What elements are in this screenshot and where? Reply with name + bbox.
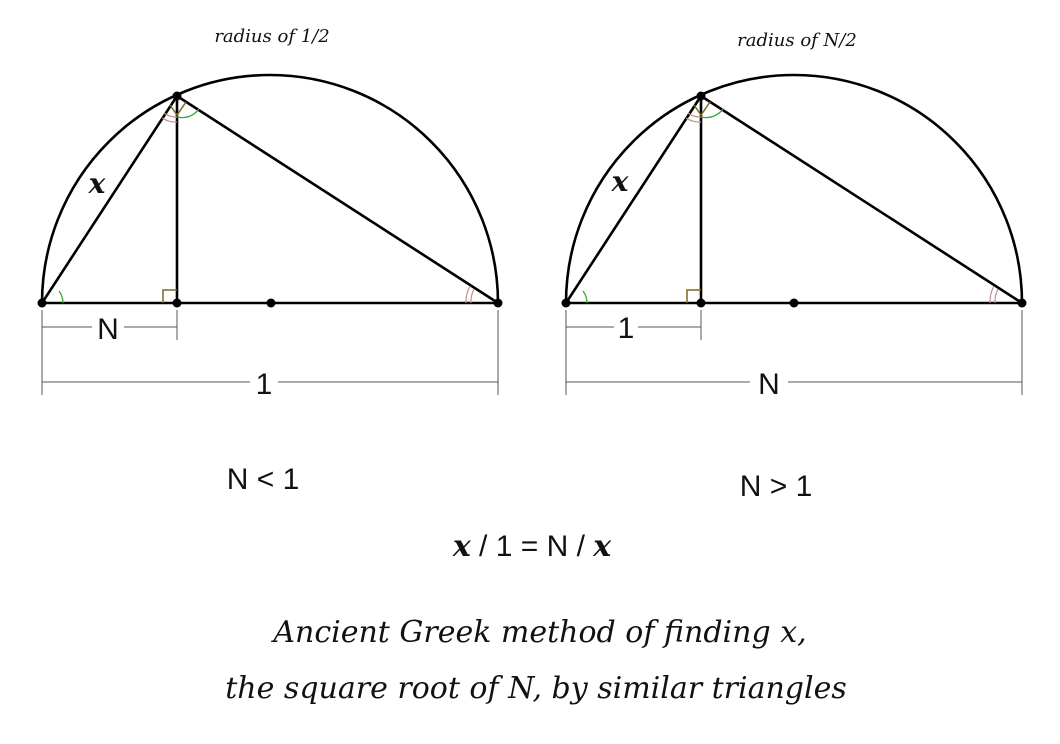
left-side-long <box>176 94 499 305</box>
right-point-foot <box>696 298 706 308</box>
left-top-angle-mark-3 <box>176 108 200 119</box>
right-semicircle <box>564 73 1024 304</box>
left-condition: N < 1 <box>227 463 300 496</box>
left-short-segment-label: N <box>97 313 119 346</box>
right-radius-label: radius of N/2 <box>737 30 857 51</box>
left-angle-mark-a <box>58 290 64 304</box>
right-top-angle-mark-2 <box>685 117 702 123</box>
left-point-center <box>266 298 276 308</box>
left-point-apex <box>172 91 182 101</box>
left-point-foot <box>172 298 182 308</box>
right-angle-mark-b1 <box>989 285 995 304</box>
equation: x / 1 = N / x <box>452 529 612 564</box>
left-angle-mark-b2 <box>470 288 475 304</box>
right-angle-mark-a <box>582 290 588 304</box>
right-angle-mark-b2 <box>994 288 999 304</box>
left-semicircle <box>40 73 500 304</box>
right-diagram: radius of N/2 x 1 N N > 1 <box>561 30 1027 503</box>
left-angle-mark-b1 <box>465 285 471 304</box>
left-point-a <box>37 298 47 308</box>
right-right-angle-mark <box>686 289 701 303</box>
right-full-segment-label: N <box>758 368 780 401</box>
left-diagram: radius of 1/2 x N 1 N < 1 <box>37 26 503 496</box>
right-point-apex <box>696 91 706 101</box>
caption-line-1: Ancient Greek method of finding x, <box>270 615 806 650</box>
right-short-segment-label: 1 <box>618 312 635 345</box>
left-radius-label: radius of 1/2 <box>214 26 329 47</box>
right-x-label: x <box>611 165 629 198</box>
right-point-a <box>561 298 571 308</box>
right-side-x <box>564 95 703 304</box>
equation-middle: / 1 = N / <box>471 530 594 563</box>
left-top-angle-mark-2 <box>161 117 178 123</box>
right-top-angle-mark-1 <box>687 112 702 118</box>
left-side-x <box>40 95 179 304</box>
left-full-segment-label: 1 <box>256 368 273 401</box>
left-top-angle-mark-1 <box>163 112 178 118</box>
right-condition: N > 1 <box>740 470 813 503</box>
right-point-center <box>789 298 799 308</box>
caption-line-2: the square root of N, by similar triangl… <box>225 671 847 706</box>
left-top-right-angle-mark <box>169 101 187 117</box>
left-x-label: x <box>88 167 106 200</box>
equation-x-numerator: x <box>452 529 472 564</box>
right-point-b <box>1017 298 1027 308</box>
right-side-long <box>700 94 1023 305</box>
right-top-right-angle-mark <box>693 101 711 117</box>
left-right-angle-mark <box>162 289 177 303</box>
left-point-b <box>493 298 503 308</box>
equation-x-denominator: x <box>592 529 612 564</box>
right-top-angle-mark-3 <box>700 108 724 119</box>
